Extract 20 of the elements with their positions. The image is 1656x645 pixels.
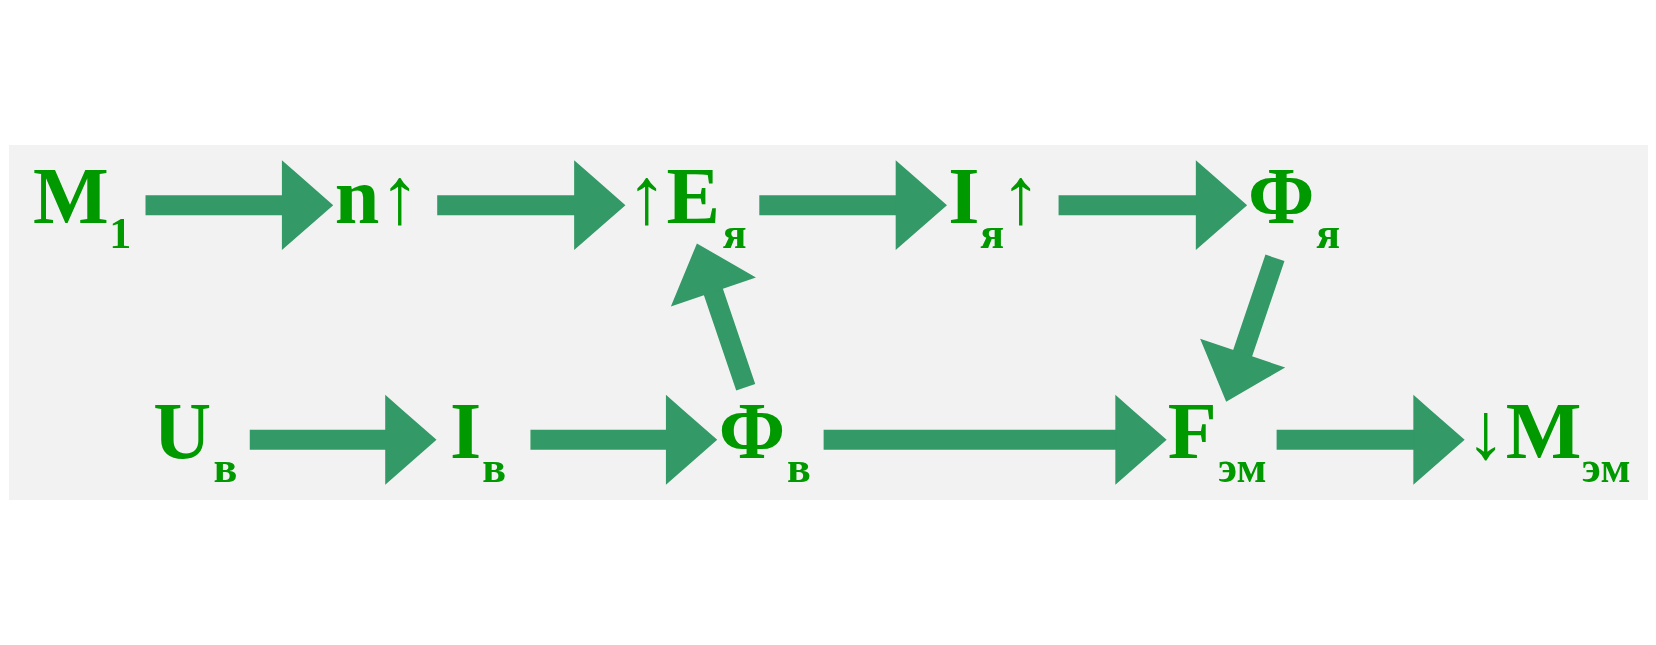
node-text: ↓M$_{эм}$ bbox=[1465, 386, 1631, 493]
node-text: ↑E$_{я}$ bbox=[626, 152, 747, 258]
arrow bbox=[823, 394, 1167, 485]
node-text: U$_{в}$ bbox=[152, 386, 237, 493]
arrow bbox=[436, 160, 625, 251]
node-text: Φ$_{в}$ bbox=[718, 386, 811, 493]
node-text: I$_{я}$↑ bbox=[947, 152, 1041, 258]
arrow bbox=[249, 394, 437, 485]
arrow bbox=[670, 243, 756, 391]
arrow bbox=[1199, 254, 1285, 402]
arrow bbox=[1058, 160, 1247, 251]
node-text: Φ$_{я}$ bbox=[1247, 152, 1340, 258]
node-text: M$_{1}$ bbox=[32, 152, 131, 258]
arrow bbox=[758, 160, 947, 251]
node-text: F$_{эм}$ bbox=[1167, 386, 1267, 493]
arrow bbox=[529, 394, 717, 485]
arrow bbox=[1276, 394, 1465, 485]
arrow bbox=[145, 160, 333, 251]
node-text: I$_{в}$ bbox=[449, 386, 506, 493]
node-text: n↑ bbox=[334, 152, 419, 241]
